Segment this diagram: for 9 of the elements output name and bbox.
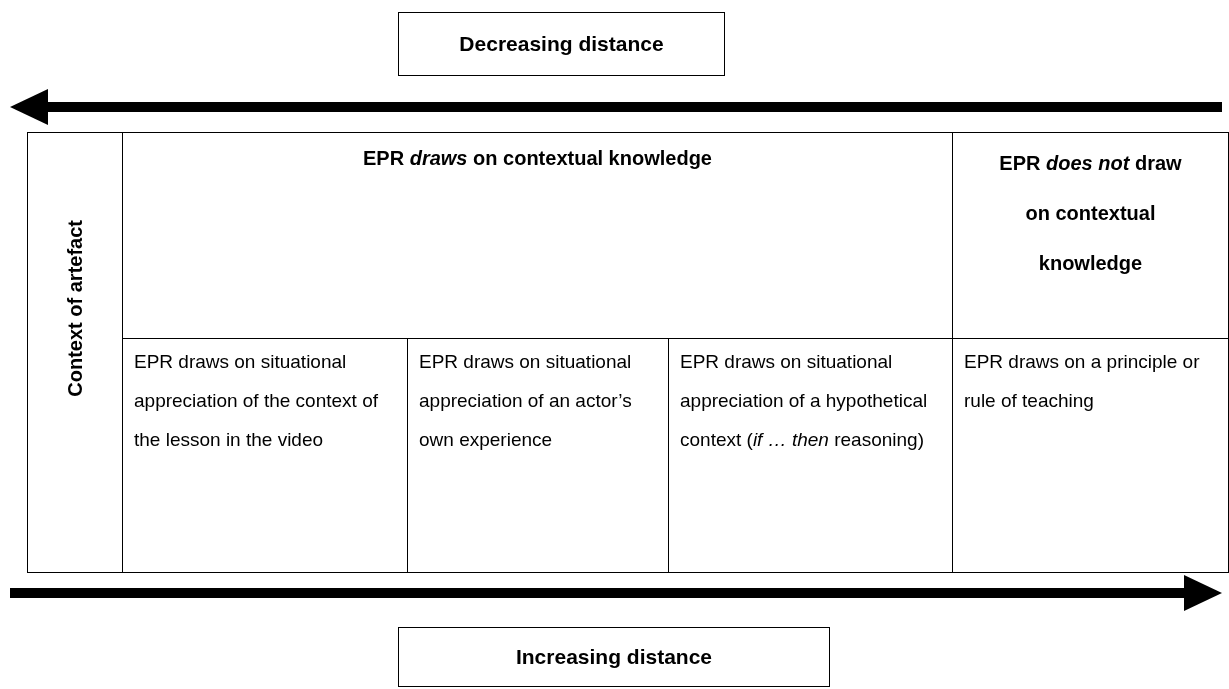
column-heading: EPR draws on contextual knowledge — [362, 146, 713, 171]
category-description: EPR draws on situational appreciation of a hypothetical context (if … then reasoning) — [680, 350, 929, 452]
category-description: EPR draws on a principle or rule of teaching — [964, 350, 1201, 413]
heading-box: Decreasing distance — [398, 12, 725, 76]
category-description: EPR draws on situational appreciation of an actor’s own experience — [419, 350, 633, 452]
row-heading: Context of artefact — [63, 220, 87, 397]
heading-box: Increasing distance — [398, 627, 830, 687]
category-description: EPR draws on situational appreciation of the context of the lesson in the video — [134, 350, 379, 452]
column-heading: EPR does not draw on contextual knowledge — [998, 151, 1183, 276]
